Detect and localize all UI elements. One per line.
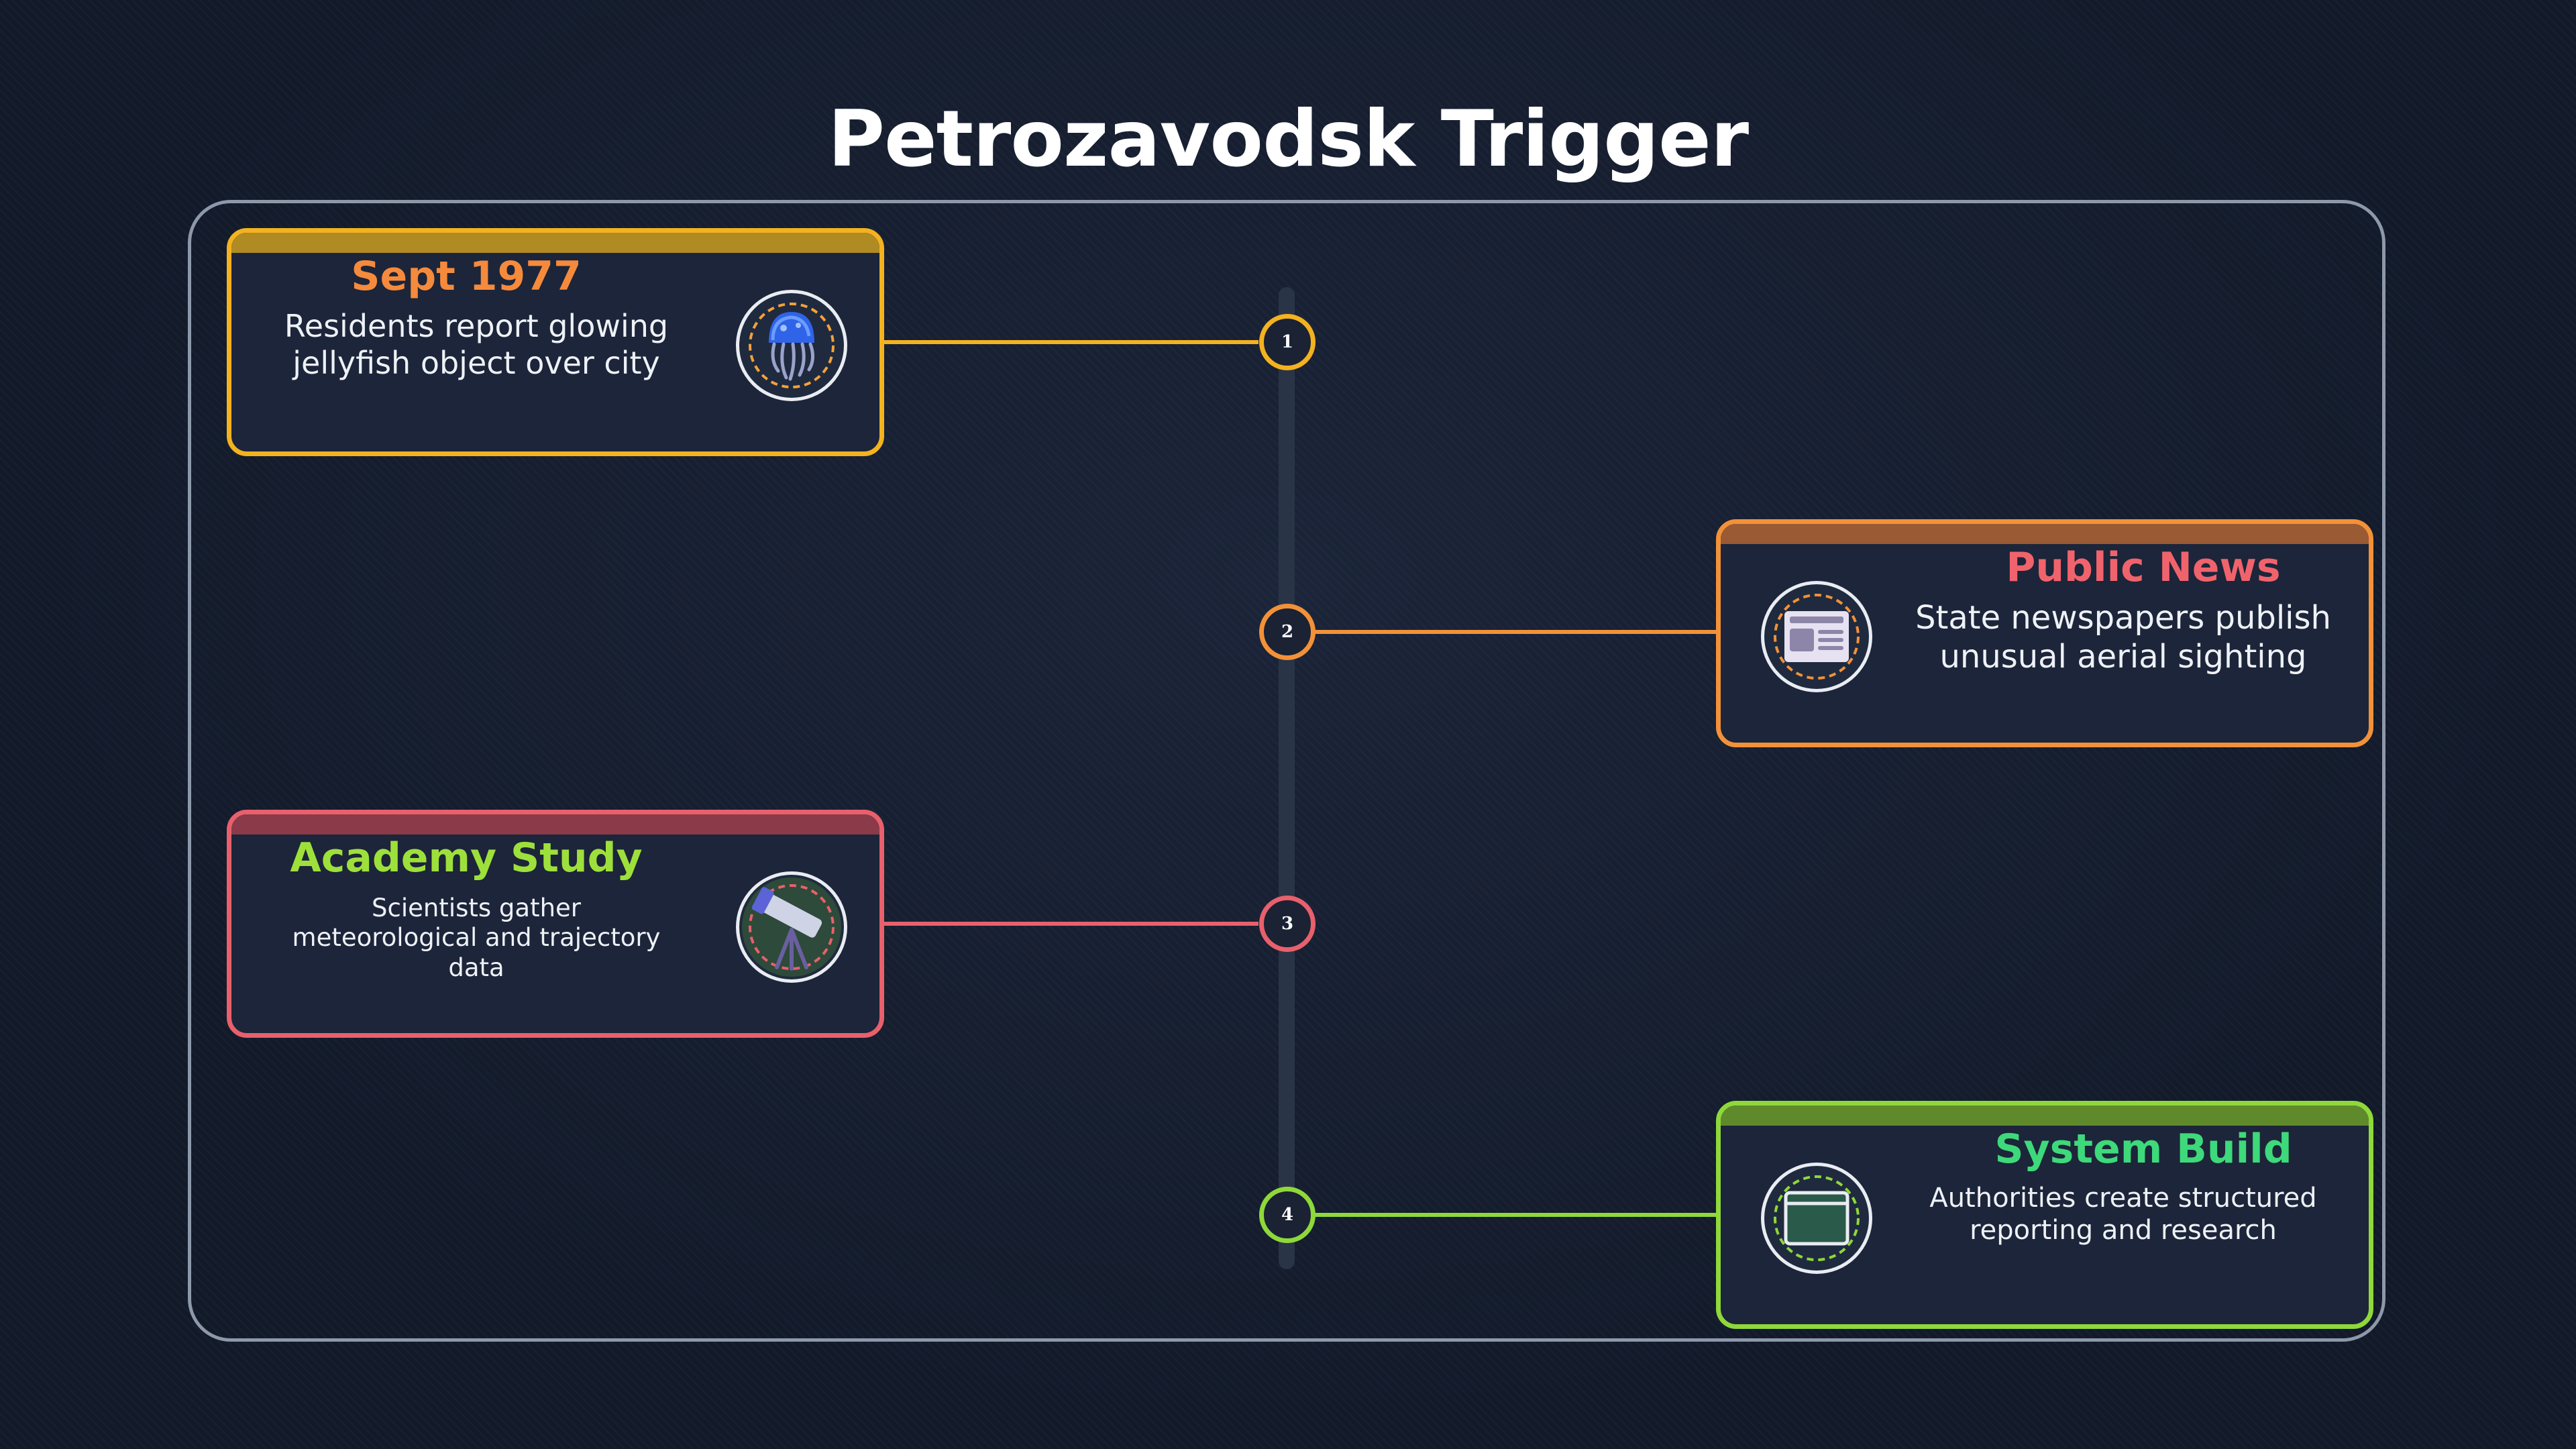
event-card-sept-1977: Sept 1977 Residents report glowing jelly… [227, 228, 884, 456]
event-card-academy-study: Academy Study Scientists gather meteorol… [227, 810, 884, 1038]
event-description: State newspapers publish unusual aerial … [1915, 599, 2331, 676]
timeline-node-2: 2 [1259, 604, 1316, 660]
event-card-public-news: Public News State newspapers publish unu… [1716, 519, 2373, 747]
timeline-node-4: 4 [1259, 1187, 1316, 1243]
event-description: Authorities create structured reporting … [1929, 1183, 2317, 1246]
event-card-system-build: System Build Authorities create structur… [1716, 1101, 2373, 1329]
event-title: System Build [1994, 1126, 2292, 1173]
timeline-node-1: 1 [1259, 314, 1316, 370]
event-title: Public News [2006, 544, 2281, 591]
diagram-frame [188, 200, 2385, 1342]
event-description: Residents report glowing jellyfish objec… [284, 308, 669, 382]
event-title: Academy Study [290, 835, 643, 881]
page-title: Petrozavodsk Trigger [827, 94, 1749, 184]
telescope-icon [736, 871, 847, 983]
jellyfish-icon [736, 290, 847, 401]
window-icon [1761, 1163, 1872, 1274]
timeline-node-3: 3 [1259, 896, 1316, 952]
newspaper-icon [1761, 581, 1872, 692]
event-title: Sept 1977 [351, 253, 582, 300]
timeline-spine [1279, 287, 1295, 1269]
event-description: Scientists gather meteorological and tra… [292, 894, 661, 982]
